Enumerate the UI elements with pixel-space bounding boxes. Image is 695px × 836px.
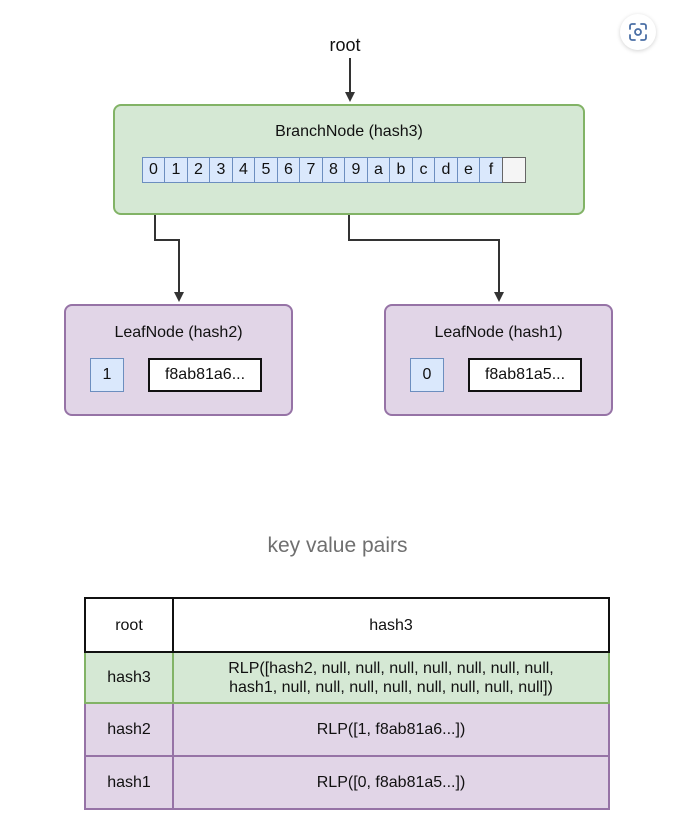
branch-slot: f <box>479 157 503 183</box>
branch-slot: 2 <box>186 157 211 183</box>
branch-slot: 6 <box>276 157 301 183</box>
table-row-hash3: hash3 RLP([hash2, null, null, null, null… <box>84 651 610 704</box>
leaf-node-value: f8ab81a5... <box>468 358 582 392</box>
branch-slot: 8 <box>321 157 346 183</box>
table-row-root: root hash3 <box>84 597 610 653</box>
leaf-node-key: 1 <box>90 358 124 392</box>
branch-slot-value <box>501 157 526 183</box>
branch-slot: 0 <box>141 157 166 183</box>
branch-slot: 9 <box>344 157 368 183</box>
branch-slot: c <box>411 157 436 183</box>
key-value-pairs-title: key value pairs <box>267 534 408 557</box>
leaf-node-hash2: LeafNode (hash2) 1 f8ab81a6... <box>64 304 293 416</box>
branch-slot: b <box>389 157 413 183</box>
row-value: RLP([0, f8ab81a5...]) <box>172 755 610 810</box>
row-key: hash1 <box>84 755 174 810</box>
branch-slot: 5 <box>254 157 278 183</box>
row-value: RLP([hash2, null, null, null, null, null… <box>172 651 610 704</box>
leaf-node-value: f8ab81a6... <box>148 358 262 392</box>
row-value: hash3 <box>172 597 610 653</box>
branch-slots: 0 1 2 3 4 5 6 7 8 9 a b c d e f <box>141 157 526 183</box>
row-value-line: RLP([hash2, null, null, null, null, null… <box>228 659 554 677</box>
table-row-hash2: hash2 RLP([1, f8ab81a6...]) <box>84 702 610 757</box>
branch-slot: 4 <box>231 157 256 183</box>
leaf-node-key: 0 <box>410 358 444 392</box>
branch-slot: a <box>366 157 391 183</box>
key-value-table: root hash3 hash3 RLP([hash2, null, null,… <box>84 597 610 810</box>
table-row-hash1: hash1 RLP([0, f8ab81a5...]) <box>84 755 610 810</box>
branch-slot: 7 <box>299 157 323 183</box>
branch-node: BranchNode (hash3) 0 1 2 3 4 5 6 7 8 9 a… <box>113 104 585 215</box>
row-key: hash2 <box>84 702 174 757</box>
row-value: RLP([1, f8ab81a6...]) <box>172 702 610 757</box>
scan-icon <box>629 23 647 41</box>
scan-button[interactable] <box>620 14 656 50</box>
branch-slot: d <box>434 157 458 183</box>
branch-slot: e <box>456 157 481 183</box>
root-label: root <box>329 35 361 55</box>
branch-slot: 3 <box>209 157 233 183</box>
leaf-node-title: LeafNode (hash2) <box>114 324 243 341</box>
leaf-node-hash1: LeafNode (hash1) 0 f8ab81a5... <box>384 304 613 416</box>
branch-node-title: BranchNode (hash3) <box>275 123 423 140</box>
leaf-node-title: LeafNode (hash1) <box>434 324 563 341</box>
row-key: root <box>84 597 174 653</box>
row-key: hash3 <box>84 651 174 704</box>
row-value-line: hash1, null, null, null, null, null, nul… <box>229 678 553 696</box>
branch-slot: 1 <box>164 157 188 183</box>
